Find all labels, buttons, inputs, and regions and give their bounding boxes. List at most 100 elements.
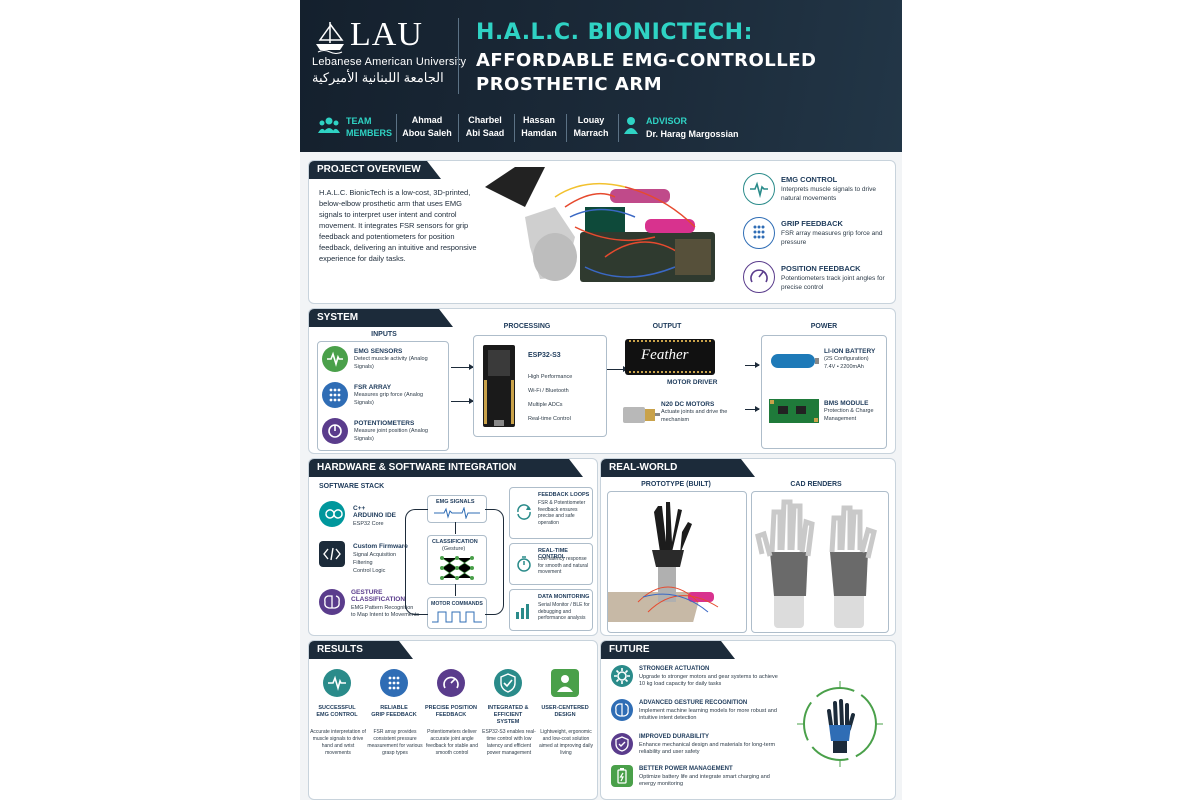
poster-header: LAU Lebanese American University الجامعة… xyxy=(300,0,902,152)
flow-emg-signals: EMG SIGNALS xyxy=(427,495,487,523)
architecture-card: SYSTEM ARCHITECTURE INPUTS EMG SENSORS D… xyxy=(308,308,896,454)
future-desc-4: Optimize battery life and integrate smar… xyxy=(639,774,770,787)
input-desc-3: Measure joint position (Analog Signals) xyxy=(354,428,428,442)
battery-desc-1: (2S Configuration) xyxy=(824,356,869,362)
power-box: LI-ION BATTERY (2S Configuration) 7.4V •… xyxy=(761,335,887,449)
stopwatch-icon xyxy=(517,556,531,572)
robotic-hand-icon xyxy=(797,681,883,767)
refresh-icon xyxy=(517,504,531,520)
implementation-card: REAL-WORLD IMPLEMENTATION PROTOTYPE (BUI… xyxy=(593,458,896,636)
title-line-1: H.A.L.C. BIONICTECH: xyxy=(476,20,753,45)
lau-logo: LAU Lebanese American University الجامعة… xyxy=(312,16,466,96)
feature-desc-3: Potentiometers track joint angles for pr… xyxy=(781,275,885,291)
stack-title-1: C++ARDUINO IDE xyxy=(353,505,396,519)
integration-card: HARDWARE & SOFTWARE INTEGRATION SOFTWARE… xyxy=(308,458,598,636)
driver-label: MOTOR DRIVER xyxy=(667,379,718,386)
result-desc-1: Accurate interpretation of muscle signal… xyxy=(310,729,366,756)
processing-label: PROCESSING xyxy=(503,323,551,330)
n20-motor-icon xyxy=(623,407,660,423)
results-heading: RESULTS xyxy=(309,641,413,659)
university-name-ar: الجامعة اللبنانية الأميركية xyxy=(312,70,444,85)
stack-desc-3a: EMG Pattern Recognition xyxy=(351,605,414,611)
logo-wordmark: LAU xyxy=(350,16,423,53)
team-icon xyxy=(318,117,340,133)
power-label: POWER xyxy=(810,323,838,330)
result-desc-5: Lightweight, ergonomic and low-cost solu… xyxy=(539,729,593,756)
future-desc-3: Enhance mechanical design and materials … xyxy=(639,742,776,755)
prototype-label: PROTOTYPE (BUILT) xyxy=(641,481,711,488)
future-title-2: ADVANCED GESTURE RECOGNITION xyxy=(639,700,748,706)
flow-motor-commands: MOTOR COMMANDS xyxy=(427,597,487,629)
motor-driver-board: Feather xyxy=(625,339,715,375)
inputs-box: EMG SENSORS Detect muscle activity (Anal… xyxy=(317,341,449,451)
future-title-3: IMPROVED DURABILITY xyxy=(639,734,710,740)
result-position-icon xyxy=(437,669,465,697)
arduino-icon xyxy=(319,501,345,527)
future-title-4: BETTER POWER MANAGEMENT xyxy=(639,766,733,772)
durability-shield-icon xyxy=(611,733,633,755)
code-icon xyxy=(319,541,345,567)
grip-feedback-icon xyxy=(743,217,775,249)
result-desc-3: Potentiometers deliver accurate joint an… xyxy=(426,729,478,756)
cad-label: CAD RENDERS xyxy=(790,481,842,488)
result-user-icon xyxy=(551,669,579,697)
feature-title-3: POSITION FEEDBACK xyxy=(781,264,861,273)
processor-name: ESP32-S3 xyxy=(528,352,561,359)
motor-desc: Actuate joints and drive the mechanism xyxy=(661,409,728,423)
bar-chart-icon xyxy=(516,604,529,619)
battery-desc-2: 7.4V • 2200mAh xyxy=(824,364,864,370)
loop-realtime: REAL-TIME CONTROL Low-latency response f… xyxy=(509,543,593,585)
overview-card: PROJECT OVERVIEW H.A.L.C. BionicTech is … xyxy=(308,160,896,304)
processor-feature-4: Real-time Control xyxy=(528,416,571,422)
overview-body: H.A.L.C. BionicTech is a low-cost, 3D-pr… xyxy=(319,188,477,263)
result-desc-2: FSR array provides consistent pressure m… xyxy=(367,729,423,756)
university-name-en: Lebanese American University xyxy=(312,56,467,68)
overview-heading: PROJECT OVERVIEW xyxy=(309,161,441,179)
future-desc-2: Implement machine learning models for mo… xyxy=(639,708,777,721)
feature-desc-1: Interprets muscle signals to drive natur… xyxy=(781,186,877,202)
processing-box: ESP32-S3 High Performance Wi-Fi / Blueto… xyxy=(473,335,607,437)
position-feedback-icon xyxy=(743,261,775,293)
processor-feature-3: Multiple ADCs xyxy=(528,402,563,408)
poster: LAU Lebanese American University الجامعة… xyxy=(300,0,902,800)
processor-feature-1: High Performance xyxy=(528,374,573,380)
input-title-2: FSR ARRAY xyxy=(354,384,392,391)
result-grip-icon xyxy=(380,669,408,697)
stack-desc-2c: Control Logic xyxy=(353,568,386,574)
gear-icon xyxy=(611,665,633,687)
future-heading: FUTURE DEVELOPMENT xyxy=(601,641,735,673)
stack-title-2: Custom Firmware xyxy=(353,543,408,550)
emg-sensor-icon xyxy=(322,346,348,372)
bms-module-icon xyxy=(769,399,819,423)
future-brain-icon xyxy=(611,699,633,721)
architecture-heading: SYSTEM ARCHITECTURE xyxy=(309,309,453,341)
input-title-3: POTENTIOMETERS xyxy=(354,420,415,427)
battery-title: LI-ION BATTERY xyxy=(824,348,876,355)
future-desc-1: Upgrade to stronger motors and gear syst… xyxy=(639,674,778,687)
future-card: FUTURE DEVELOPMENT STRONGER ACTUATION Up… xyxy=(600,640,896,800)
feature-desc-2: FSR array measures grip force and pressu… xyxy=(781,230,883,246)
stack-desc-1: ESP32 Core xyxy=(353,521,384,527)
stack-label: SOFTWARE STACK xyxy=(319,483,385,490)
stack-desc-2b: Filtering xyxy=(353,560,373,566)
potentiometer-icon xyxy=(322,418,348,444)
inputs-label: INPUTS xyxy=(371,331,397,338)
result-desc-4: ESP32-S3 enables real-time control with … xyxy=(482,729,536,756)
input-desc-2: Measures grip force (Analog Signals) xyxy=(354,392,424,406)
output-label: OUTPUT xyxy=(652,323,682,330)
stack-desc-3b: to Map Intent to Movements xyxy=(351,612,420,618)
output-box: Feather MOTOR DRIVER N20 DC MOTORS Actua… xyxy=(611,335,741,435)
result-shield-icon xyxy=(494,669,522,697)
